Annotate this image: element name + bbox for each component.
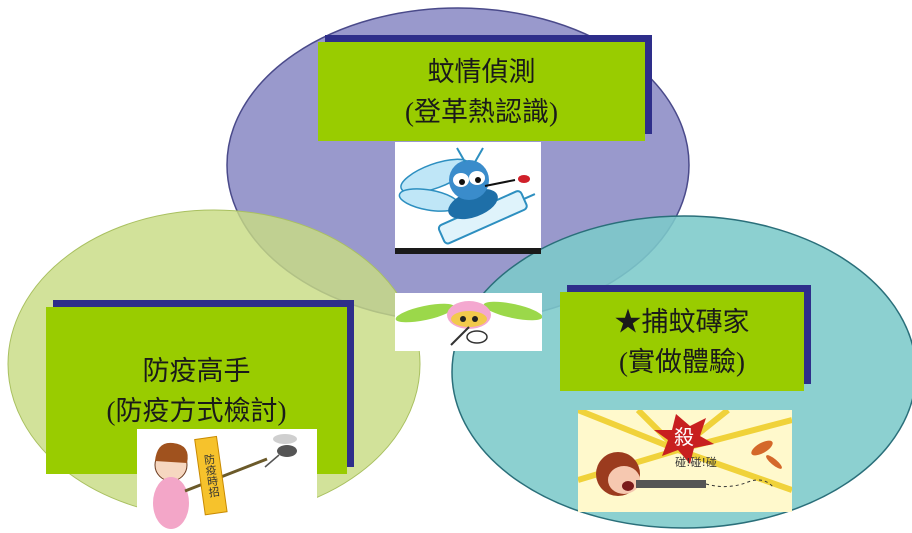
node-top-card[interactable]: 蚊情偵測 (登革熱認識) (318, 42, 645, 141)
node-right-subtitle: (實做體驗) (619, 346, 745, 377)
node-right-card[interactable]: ★捕蚊磚家 (實做體驗) (560, 292, 804, 391)
node-right-title: ★捕蚊磚家 (614, 306, 750, 337)
sound-text: 碰!碰!碰 (675, 456, 717, 469)
mosquito-syringe-picture (395, 142, 541, 254)
node-left-title: 防疫高手 (142, 355, 251, 386)
shout-text: 殺 (674, 425, 694, 449)
node-left-subtitle: (防疫方式檢討) (106, 395, 287, 426)
anti-mosquito-woman-picture: 防疫時招 (137, 429, 317, 533)
mosquito-hunter-picture: 殺 碰!碰!碰 (578, 410, 792, 512)
pink-mosquito-picture (395, 293, 542, 351)
node-top-subtitle: (登革熱認識) (405, 96, 558, 127)
node-top-title: 蚊情偵測 (427, 56, 536, 87)
